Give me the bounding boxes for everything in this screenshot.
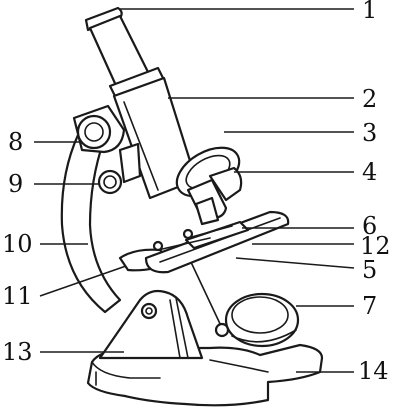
label-14: 14 xyxy=(358,357,389,385)
pillar-part xyxy=(98,289,204,360)
label-2: 2 xyxy=(362,85,378,113)
label-4: 4 xyxy=(362,158,378,186)
leader-11 xyxy=(39,265,127,297)
label-6: 6 xyxy=(362,212,378,240)
label-12: 12 xyxy=(360,232,391,260)
label-3: 3 xyxy=(362,119,378,147)
base-part xyxy=(86,343,324,407)
label-10: 10 xyxy=(2,230,33,258)
nosepiece-part xyxy=(175,146,243,226)
label-11: 11 xyxy=(2,282,33,310)
label-13: 13 xyxy=(2,338,33,366)
label-1: 1 xyxy=(362,0,378,24)
label-8: 8 xyxy=(8,128,24,156)
tube-part xyxy=(84,6,198,200)
arm-part xyxy=(60,133,122,314)
label-5: 5 xyxy=(362,256,378,284)
label-7: 7 xyxy=(362,292,378,320)
focus-knobs xyxy=(72,104,142,195)
mirror-part xyxy=(189,259,300,348)
label-9: 9 xyxy=(8,170,24,198)
leader-5 xyxy=(235,257,355,269)
leader-lines xyxy=(34,8,355,373)
stage-part xyxy=(144,210,290,274)
